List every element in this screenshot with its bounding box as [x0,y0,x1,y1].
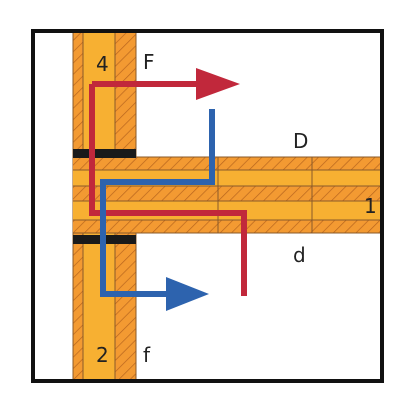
diagram-frame [31,29,384,383]
flow-path-blue [100,109,215,311]
red-flow-line [89,84,247,296]
label-lower-space: f [143,343,151,367]
floor [73,156,382,234]
red-arrow-head [196,68,240,100]
label-floor-lower: d [293,243,306,267]
seal-top [73,149,136,158]
blue-flow-line [100,109,215,297]
label-floor-upper: D [293,129,308,153]
label-wall-top: 4 [96,52,109,76]
label-upper-space: F [143,50,155,74]
flow-path-red [89,68,247,296]
label-wall-bottom: 2 [96,343,109,367]
floor-bottom-layer [73,220,382,233]
floor-middle-layer [73,186,382,201]
floor-top-layer [73,157,382,170]
blue-arrow-head [166,277,209,311]
label-floor: 1 [364,194,377,218]
